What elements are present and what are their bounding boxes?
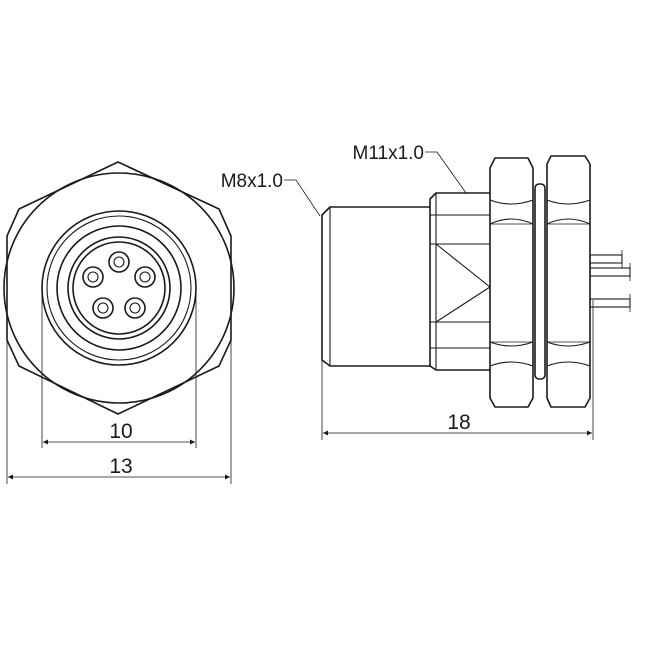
nut-1-facet-top (489, 199, 534, 225)
washer (534, 183, 546, 380)
rear-pin (589, 263, 631, 281)
body-ring-2 (46, 215, 192, 361)
m8-body (321, 206, 431, 367)
insert-face (72, 241, 166, 335)
pin-hole (134, 266, 156, 288)
body-outer-ring (41, 210, 197, 366)
pin-hole (108, 251, 130, 273)
nut-2-facet-bottom (546, 341, 591, 367)
insert-ring (67, 236, 171, 340)
m11-leader-line (425, 151, 467, 194)
pin-hole (124, 297, 146, 319)
pin-hole (82, 266, 104, 288)
nut-2-facet-top (546, 199, 591, 225)
dimension-13-label: 13 (109, 455, 132, 478)
thread-diagonal (435, 286, 491, 323)
body-ring-3 (56, 225, 182, 351)
hex-nut-outline (6, 161, 232, 415)
m11-thread-label: M11x1.0 (353, 143, 424, 164)
nut-1-facet-bottom (489, 341, 534, 367)
hex-nut-1 (489, 157, 534, 408)
dimension-18-label: 18 (447, 411, 470, 434)
hex-nut-2 (546, 155, 591, 408)
thread-diagonal (435, 243, 491, 288)
front-view: 10 13 (3, 161, 235, 484)
rear-pin (589, 250, 623, 268)
pin-hole (92, 297, 114, 319)
side-view: M8x1.0 M11x1.0 18 (221, 143, 631, 440)
m8-leader-line (284, 179, 321, 217)
m11-thread-section (429, 192, 491, 371)
m8-thread-label: M8x1.0 (221, 171, 283, 192)
dimension-10-label: 10 (109, 420, 132, 443)
hex-chamfer-circle (3, 172, 235, 404)
rear-pin (589, 294, 631, 312)
